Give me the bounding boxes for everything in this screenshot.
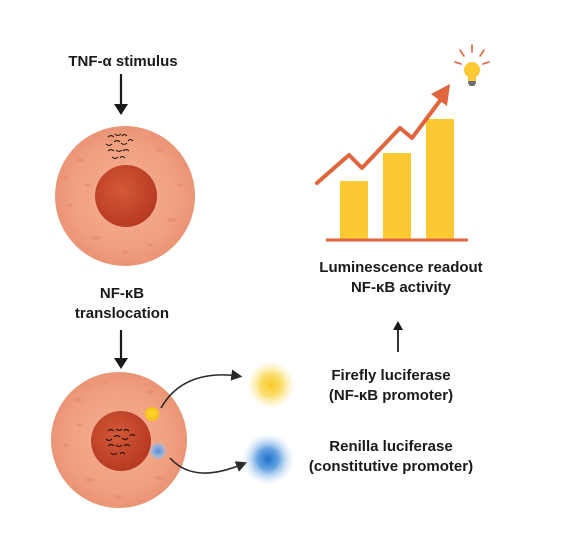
cell-top-icon xyxy=(55,126,195,266)
lightbulb-icon xyxy=(454,44,490,86)
readout-label: Luminescence readout NF-κB activity xyxy=(296,258,506,298)
readout-line-2: NF-κB activity xyxy=(350,279,452,296)
arrow-firefly-to-readout xyxy=(393,321,403,352)
renilla-spot-icon xyxy=(150,443,166,459)
firefly-label: Firefly luciferase (NF-κB promoter) xyxy=(316,366,466,406)
stimulus-text: TNF-α stimulus xyxy=(68,53,178,70)
nfkb-cluster-icon xyxy=(105,133,134,160)
firefly-line-1: Firefly luciferase xyxy=(331,367,451,384)
firefly-glow-icon xyxy=(247,361,295,409)
firefly-spot-icon xyxy=(145,407,159,421)
arrow-cell-to-renilla xyxy=(169,457,248,474)
renilla-line-1: Renilla luciferase xyxy=(329,438,453,455)
arrow-stimulus-to-cell xyxy=(114,74,128,115)
renilla-label: Renilla luciferase (constitutive promote… xyxy=(296,437,486,477)
stimulus-label: TNF-α stimulus xyxy=(48,52,198,72)
arrow-translocation-to-cell xyxy=(114,330,128,369)
renilla-glow-icon xyxy=(242,433,294,485)
translocation-label: NF-κB translocation xyxy=(42,284,202,324)
trend-arrow-icon xyxy=(315,96,444,185)
renilla-line-2: (constitutive promoter) xyxy=(308,458,474,475)
cell-bottom-icon xyxy=(51,372,187,508)
nfkb-nuclear-cluster-icon xyxy=(105,428,136,456)
arrow-cell-to-firefly xyxy=(160,369,243,409)
translocation-line-2: translocation xyxy=(74,305,170,322)
translocation-line-1: NF-κB xyxy=(99,285,145,302)
firefly-line-2: (NF-κB promoter) xyxy=(328,387,454,404)
bar-chart-icon xyxy=(315,84,468,242)
readout-line-1: Luminescence readout xyxy=(319,259,483,276)
